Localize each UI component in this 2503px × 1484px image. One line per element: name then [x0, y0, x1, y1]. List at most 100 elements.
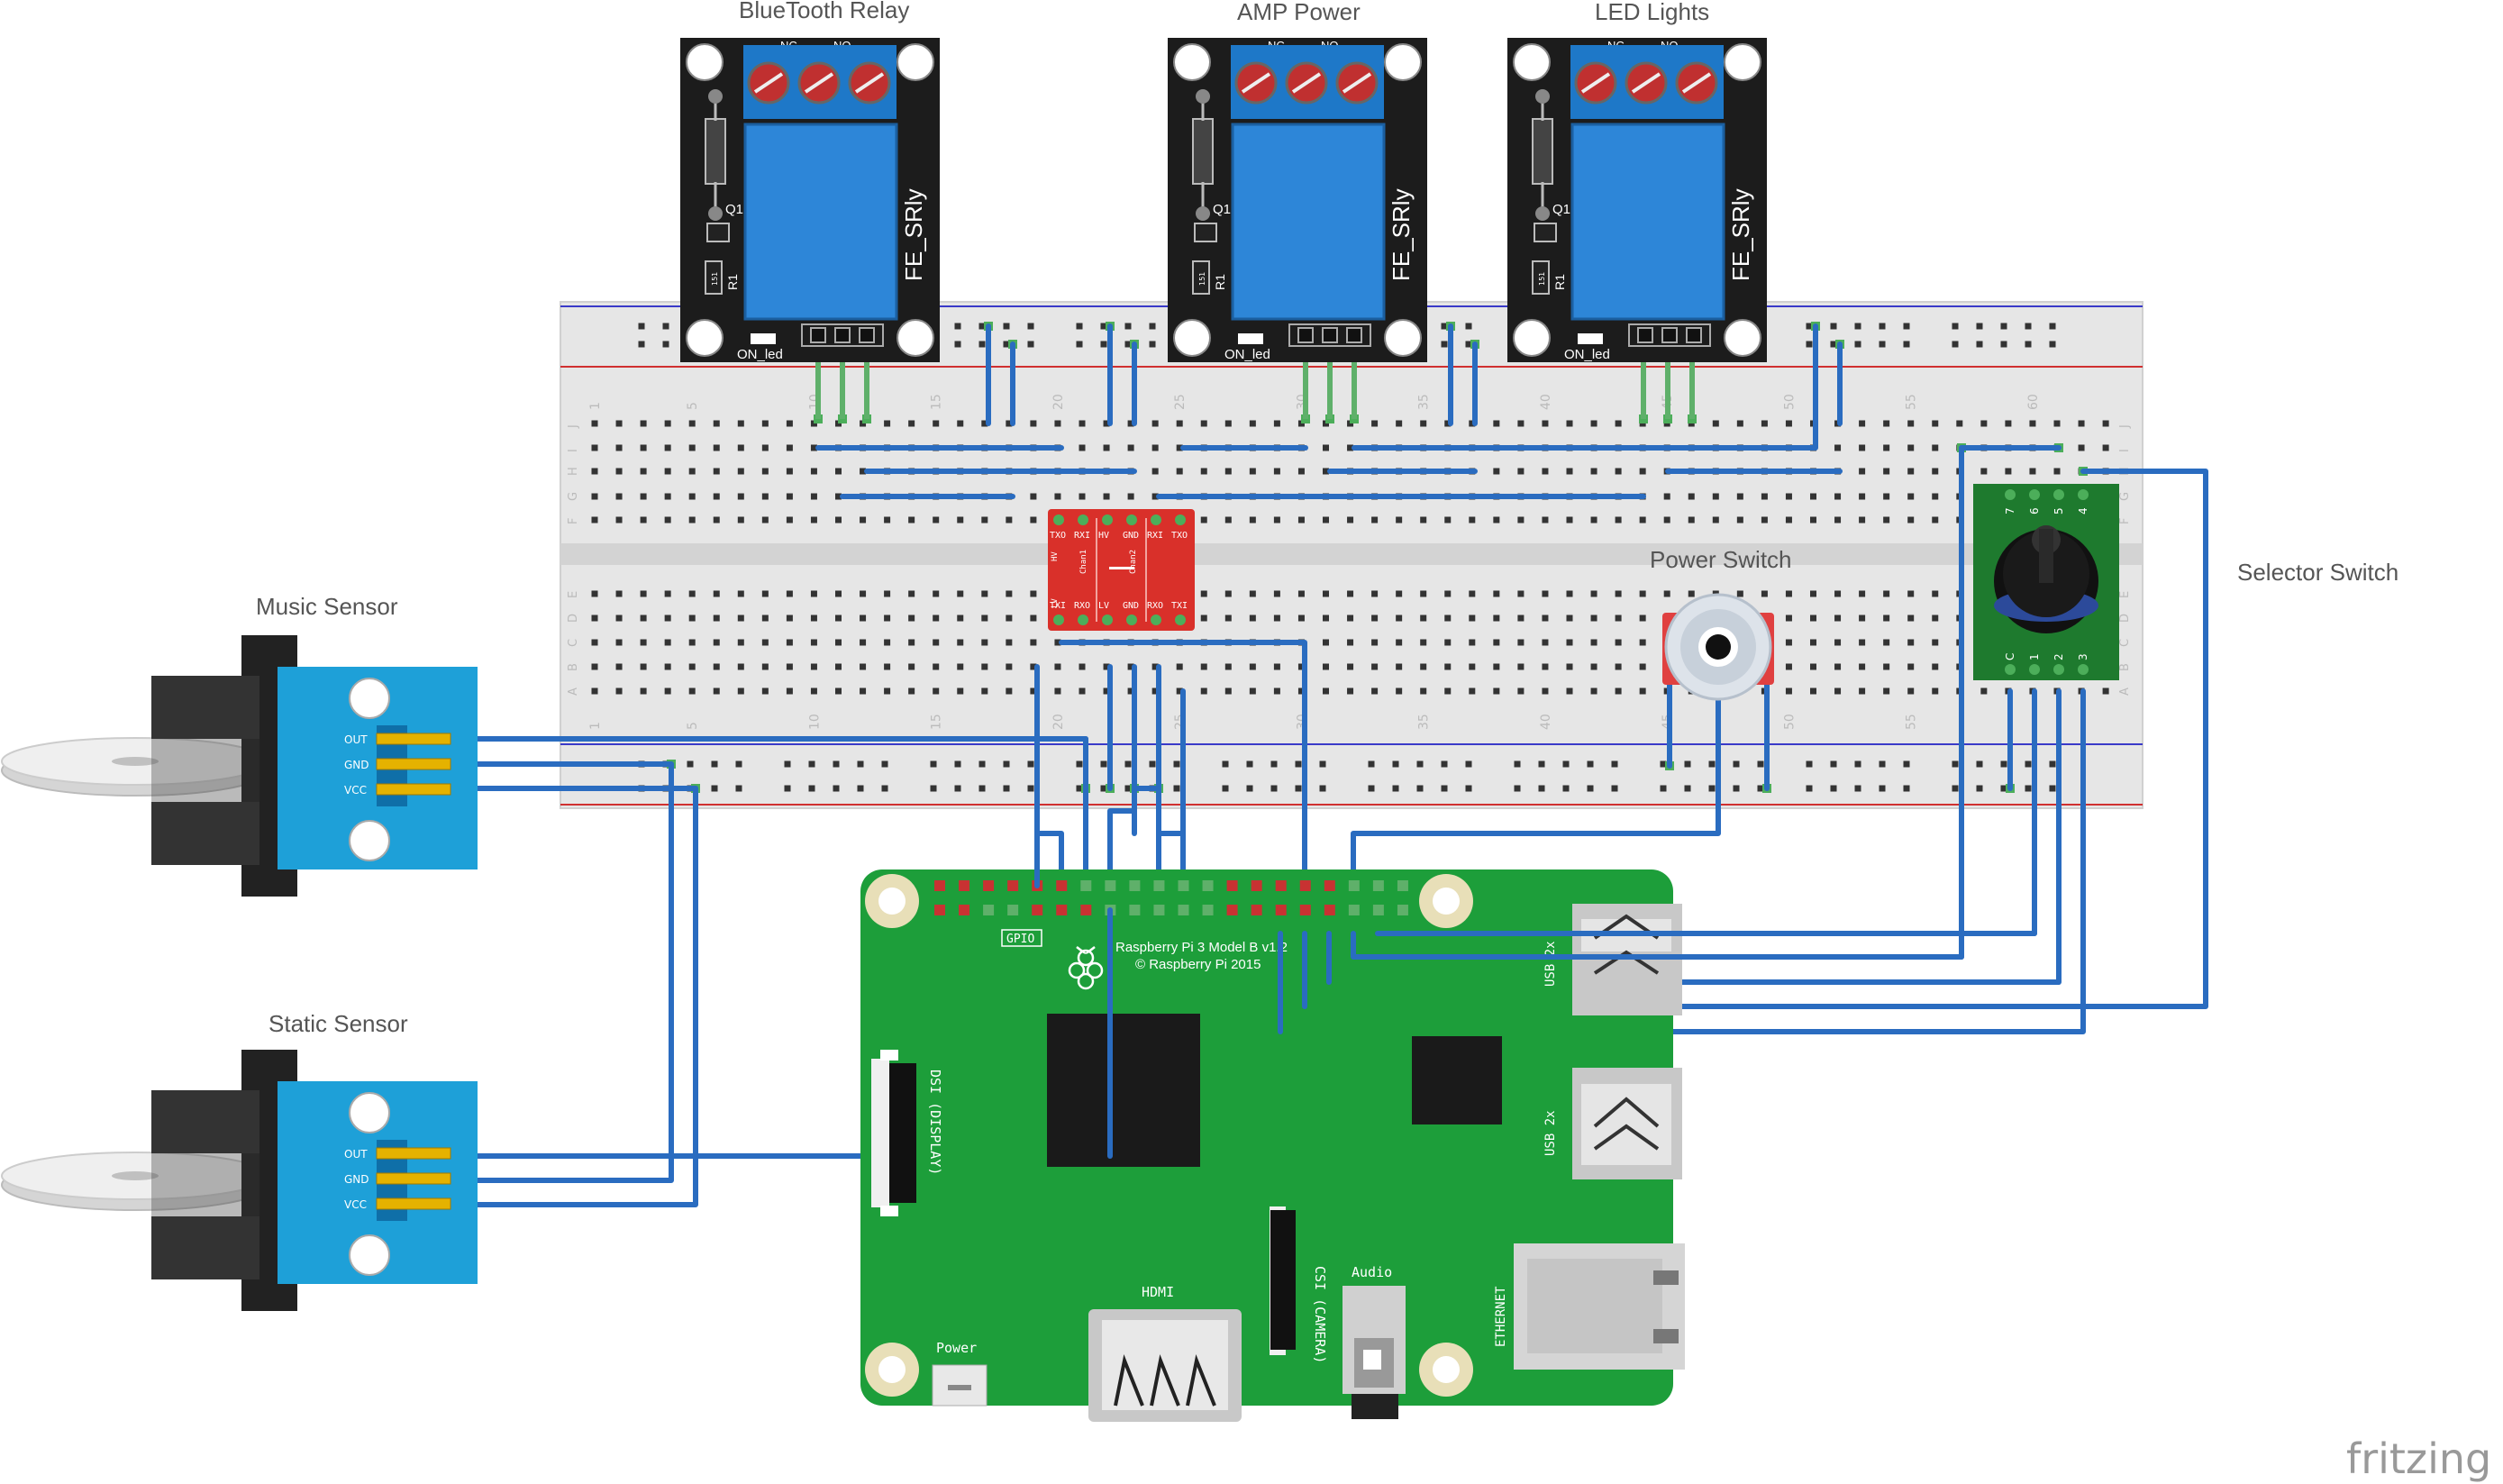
selector-pin-label: 1 [2028, 653, 2041, 660]
relay-r-value: 151 [1198, 272, 1206, 286]
raspberry-pi: GPIO Raspberry Pi 3 Model B v1.2 © Raspb… [860, 869, 1685, 1422]
static-sensor: OUT GND VCC [1, 1050, 478, 1311]
breadboard-row-letter: A [2118, 687, 2132, 696]
svg-text:USB 2x: USB 2x [1543, 941, 1558, 987]
breadboard-number: 55 [1905, 714, 1919, 730]
breadboard-row-letter: G [2118, 492, 2132, 501]
sensor-pin-label: VCC [344, 1198, 367, 1211]
breadboard-number: 1 [588, 722, 603, 730]
breadboard-row-letter: J [2118, 424, 2132, 429]
breadboard-number: 5 [686, 402, 700, 410]
breadboard-number: 25 [1173, 394, 1188, 410]
level-shifter-pin-label: RXI [1074, 531, 1090, 541]
level-shifter-pin-label: GND [1123, 531, 1139, 541]
relay-r-value: 151 [1538, 272, 1546, 286]
breadboard-number: 35 [1417, 394, 1432, 410]
pi-model-line1: Raspberry Pi 3 Model B v1.2 [1115, 940, 1288, 955]
svg-text:CSI (CAMERA): CSI (CAMERA) [1312, 1266, 1328, 1363]
level-shifter-pin-label: TXO [1050, 531, 1066, 541]
power-switch[interactable] [1662, 593, 1774, 701]
svg-text:Audio: Audio [1352, 1264, 1392, 1280]
relay-led-label: ON_led [737, 347, 783, 362]
breadboard-row-letter: E [2118, 591, 2132, 598]
level-shifter-pin-label: TXI [1050, 601, 1066, 611]
level-shifter-pin-label: GND [1123, 601, 1139, 611]
label-selector-switch: Selector Switch [2237, 559, 2398, 586]
relay-model-label: FE_SRly [1388, 188, 1415, 281]
level-shifter-pin-label: TXI [1171, 601, 1188, 611]
sensor-pin-label: OUT [344, 1148, 368, 1161]
breadboard-row-letter: C [2118, 639, 2132, 647]
usb-port-2: USB 2x [1543, 1068, 1682, 1179]
breadboard-row-letter: A [567, 687, 580, 696]
pi-ram-chip [1412, 1036, 1502, 1124]
breadboard-number: 50 [1782, 714, 1797, 730]
level-shifter-lv: LV [1051, 598, 1060, 608]
pi-mounting-holes [865, 874, 1473, 1397]
power-port: Power [932, 1340, 988, 1407]
breadboard-row-letter: I [567, 449, 580, 452]
svg-text:USB 2x: USB 2x [1543, 1110, 1558, 1156]
dsi-connector: DSI (DISPLAY) [871, 1050, 943, 1216]
level-shifter-pin-label: HV [1098, 531, 1109, 541]
sensor-pin-label: GND [344, 759, 369, 771]
sensor-pin-label: VCC [344, 784, 367, 797]
raspberry-logo-icon [1068, 946, 1104, 990]
gpio-header [934, 880, 1408, 915]
relay-q1-label: Q1 [1552, 202, 1570, 217]
breadboard-number: 55 [1905, 394, 1919, 410]
breadboard-number: 20 [1051, 714, 1066, 730]
level-shifter-pin-label: TXO [1171, 531, 1188, 541]
hdmi-port: HDMI [1088, 1284, 1242, 1422]
breadboard-row-letter: H [567, 467, 580, 476]
relay-model-label: FE_SRly [900, 188, 927, 281]
selector-pin-label: 7 [2004, 507, 2016, 514]
relay-q1-label: Q1 [725, 202, 743, 217]
level-shifter-pin-label: RXI [1147, 531, 1163, 541]
terminal-screw-icon [1625, 61, 1668, 105]
breadboard-row-letter: B [567, 663, 580, 671]
selector-pin-label: C [2004, 653, 2016, 660]
relay-r1-label: R1 [1552, 274, 1567, 290]
svg-text:HDMI: HDMI [1142, 1284, 1174, 1300]
label-music-sensor: Music Sensor [256, 593, 398, 620]
label-bluetooth-relay: BlueTooth Relay [739, 0, 909, 23]
selector-pin-label: 6 [2028, 507, 2041, 514]
level-shifter-chan2: Chan2 [1129, 550, 1138, 574]
breadboard-number: 35 [1417, 714, 1432, 730]
terminal-screw-icon [747, 61, 790, 105]
relay-model-label: FE_SRly [1727, 188, 1754, 281]
pi-cpu-chip [1047, 1014, 1200, 1167]
selector-pin-label: 2 [2052, 653, 2065, 660]
breadboard-number: 60 [2026, 394, 2041, 410]
breadboard-number: 5 [686, 722, 700, 730]
relay-led-label: ON_led [1224, 347, 1270, 362]
component-labels: BlueTooth Relay AMP Power LED Lights Mus… [256, 0, 2491, 1483]
label-amp-power: AMP Power [1237, 0, 1361, 25]
ethernet-port: ETHERNET [1494, 1243, 1685, 1370]
level-shifter-pins [1053, 514, 1186, 625]
sensor-pin-label: GND [344, 1173, 369, 1186]
svg-text:DSI (DISPLAY): DSI (DISPLAY) [927, 1070, 943, 1175]
fritzing-watermark: fritzing [2346, 1434, 2491, 1483]
level-shifter-chan1: Chan1 [1079, 550, 1088, 574]
terminal-screw-icon [1234, 61, 1278, 105]
level-shifter-pin-label: RXO [1074, 601, 1090, 611]
selector-pin-label: 4 [2077, 507, 2089, 514]
breadboard-number: 40 [1539, 714, 1553, 730]
terminal-screw-icon [1335, 61, 1379, 105]
svg-text:Power: Power [936, 1340, 977, 1356]
breadboard-row-letter: F [2118, 518, 2132, 524]
breadboard-row-letter: C [567, 639, 580, 647]
selector-pin-label: 5 [2052, 507, 2065, 514]
breadboard-number: 40 [1539, 394, 1553, 410]
breadboard-number: 50 [1782, 394, 1797, 410]
breadboard-number: 15 [930, 714, 944, 730]
